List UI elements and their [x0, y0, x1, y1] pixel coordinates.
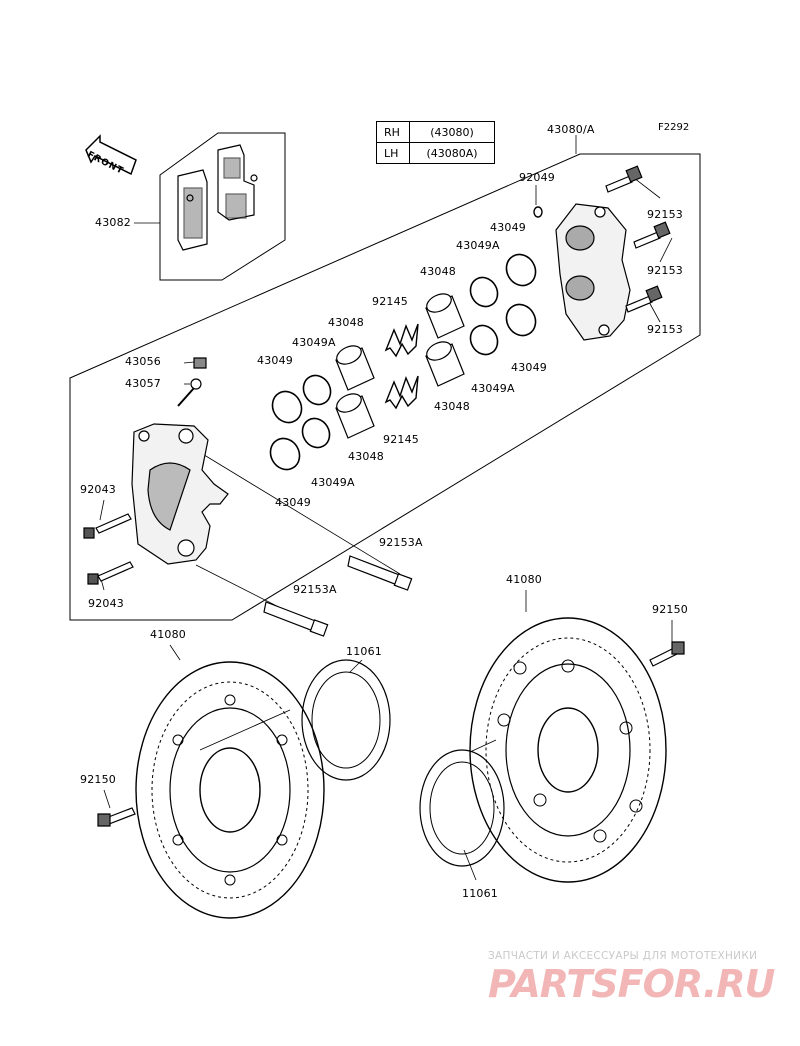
diagram-code: F2292 [658, 122, 690, 133]
part-label: 92153 [647, 323, 683, 336]
part-label: 11061 [462, 887, 498, 900]
part-label: 43049 [257, 354, 293, 367]
variant-part: (43080) [409, 121, 495, 143]
part-label: 43049 [490, 221, 526, 234]
disc-bolt-icon [98, 642, 684, 826]
pad-pin-icon [84, 514, 133, 584]
brake-pad-box [160, 133, 285, 280]
part-label: 92145 [383, 433, 419, 446]
variant-part: (43080A) [409, 142, 495, 164]
front-arrow-icon [86, 136, 136, 174]
part-label: 92150 [80, 773, 116, 786]
part-label: 92145 [372, 295, 408, 308]
part-label: 92049 [519, 171, 555, 184]
part-label: 43049A [292, 336, 336, 349]
washer-icon [534, 207, 542, 217]
caliper-bolt-icon [264, 556, 412, 636]
part-label: 92153 [647, 208, 683, 221]
caliper-assembly-frame [70, 154, 700, 620]
bleeder-valve-icon [178, 358, 206, 406]
variant-row: RH (43080) [376, 121, 495, 143]
part-label: 43049 [511, 361, 547, 374]
part-label: 43080/A [547, 123, 595, 136]
gasket-right-icon [420, 750, 504, 866]
part-label: 43082 [95, 216, 131, 229]
part-label: 11061 [346, 645, 382, 658]
caliper-body-right-icon [556, 204, 630, 340]
part-label: 43049A [456, 239, 500, 252]
variant-side: LH [376, 142, 410, 164]
variant-row: LH (43080A) [376, 142, 495, 164]
caliper-body-left-icon [132, 424, 228, 564]
watermark-tagline: ЗАПЧАСТИ И АКСЕССУАРЫ ДЛЯ МОТОТЕХНИКИ [488, 950, 758, 962]
piston-icon [334, 290, 464, 438]
part-label: 41080 [506, 573, 542, 586]
brake-pad-icon [178, 145, 257, 250]
part-label: 43049A [471, 382, 515, 395]
pad-spring-icon [386, 324, 418, 408]
part-label: 43048 [348, 450, 384, 463]
part-label: 43057 [125, 377, 161, 390]
part-label: 92043 [80, 483, 116, 496]
gasket-left-icon [302, 660, 390, 780]
part-label: 43049 [275, 496, 311, 509]
part-label: 41080 [150, 628, 186, 641]
part-label: 92043 [88, 597, 124, 610]
variant-table: RH (43080) LH (43080A) [376, 121, 495, 164]
brake-disc-left-icon [136, 662, 324, 918]
mounting-bolt-icon [606, 166, 670, 312]
seal-ring-icon [265, 249, 541, 475]
part-label: 43048 [434, 400, 470, 413]
part-label: 92153A [379, 536, 423, 549]
variant-side: RH [376, 121, 410, 143]
part-label: 92153 [647, 264, 683, 277]
part-label: 43056 [125, 355, 161, 368]
part-label: 43048 [328, 316, 364, 329]
brake-disc-right-icon [470, 618, 666, 882]
watermark-logo: PARTSFOR.RU [488, 962, 775, 1006]
part-label: 92150 [652, 603, 688, 616]
part-label: 92153A [293, 583, 337, 596]
part-label: 43048 [420, 265, 456, 278]
part-label: 43049A [311, 476, 355, 489]
